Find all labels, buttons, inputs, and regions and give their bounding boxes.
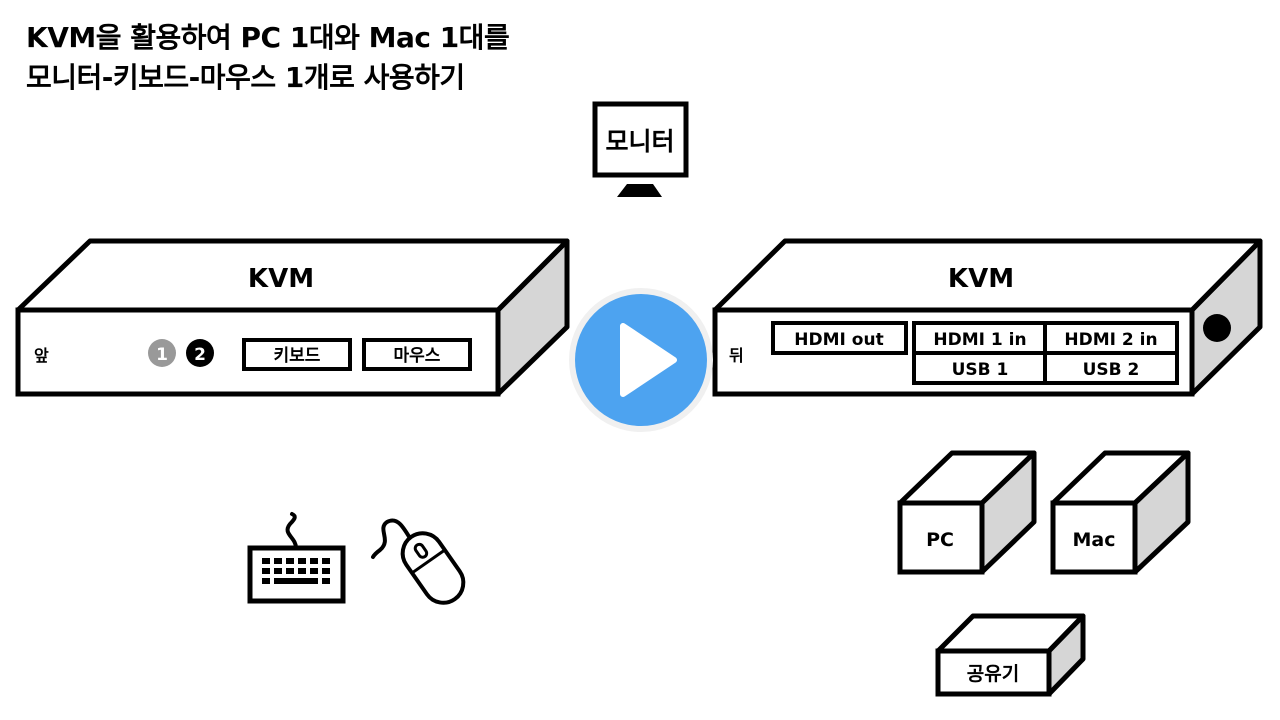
kvm-back-side-label: 뒤 bbox=[729, 346, 744, 365]
monitor-screen bbox=[592, 101, 689, 178]
monitor-icon: 모니터 bbox=[592, 101, 689, 197]
hdmi-out-port bbox=[771, 321, 908, 355]
play-icon[interactable] bbox=[620, 323, 677, 397]
keyboard-body bbox=[247, 545, 346, 604]
keyboard-icon bbox=[247, 512, 346, 604]
keyboard-cable bbox=[285, 512, 298, 550]
pc-label: PC bbox=[926, 529, 954, 551]
mouse-body bbox=[400, 531, 466, 605]
kvm-front: KVM 앞 1 2 키보드 마우스 bbox=[15, 238, 570, 397]
kvm-front-title: KVM bbox=[248, 264, 314, 294]
mouse-button-divider bbox=[411, 548, 446, 575]
page-title: KVM을 활용하여 PC 1대와 Mac 1대를 모니터-키보드-마우스 1개로… bbox=[26, 18, 510, 98]
mouse-wheel bbox=[413, 542, 429, 559]
mouse-port bbox=[362, 338, 472, 371]
keyboard-port-label: 키보드 bbox=[274, 346, 321, 366]
monitor-label: 모니터 bbox=[605, 127, 674, 156]
kvm-input-badge-2-label: 2 bbox=[194, 345, 206, 365]
mouse-port-label: 마우스 bbox=[394, 346, 441, 366]
mac-device: Mac bbox=[1050, 450, 1191, 575]
kvm-input-badge-1 bbox=[148, 339, 176, 367]
hdmi-2-in-label: HDMI 2 in bbox=[1064, 330, 1157, 350]
kvm-input-badge-2 bbox=[186, 339, 214, 367]
title-line-2: 모니터-키보드-마우스 1개로 사용하기 bbox=[26, 61, 465, 94]
kvm-input-badge-1-label: 1 bbox=[156, 345, 168, 365]
pc-device: PC bbox=[897, 450, 1037, 575]
title-line-1: KVM을 활용하여 PC 1대와 Mac 1대를 bbox=[26, 21, 510, 54]
router-label: 공유기 bbox=[967, 663, 1019, 685]
hdmi-1-in-label: HDMI 1 in bbox=[933, 330, 1026, 350]
power-button-icon bbox=[1203, 314, 1231, 342]
play-button[interactable] bbox=[569, 288, 713, 432]
mac-label: Mac bbox=[1073, 529, 1116, 551]
kvm-back: KVM 뒤 HDMI out HDMI 1 in HDMI 2 in USB 1… bbox=[712, 238, 1263, 397]
monitor-stand bbox=[617, 184, 662, 197]
keyboard-port bbox=[242, 338, 352, 371]
usb-2-label: USB 2 bbox=[1083, 360, 1140, 380]
router-device: 공유기 bbox=[935, 613, 1086, 697]
usb-1-label: USB 1 bbox=[952, 360, 1009, 380]
mac-front-face bbox=[1050, 500, 1138, 575]
mouse-cable bbox=[371, 518, 416, 559]
hdmi-out-label: HDMI out bbox=[794, 330, 883, 350]
kvm-back-title: KVM bbox=[948, 264, 1014, 294]
keyboard-keys bbox=[262, 558, 330, 584]
pc-front-face bbox=[897, 500, 985, 575]
mouse-icon bbox=[371, 518, 466, 605]
router-front-face bbox=[935, 648, 1052, 697]
kvm-front-side-label: 앞 bbox=[34, 346, 49, 365]
